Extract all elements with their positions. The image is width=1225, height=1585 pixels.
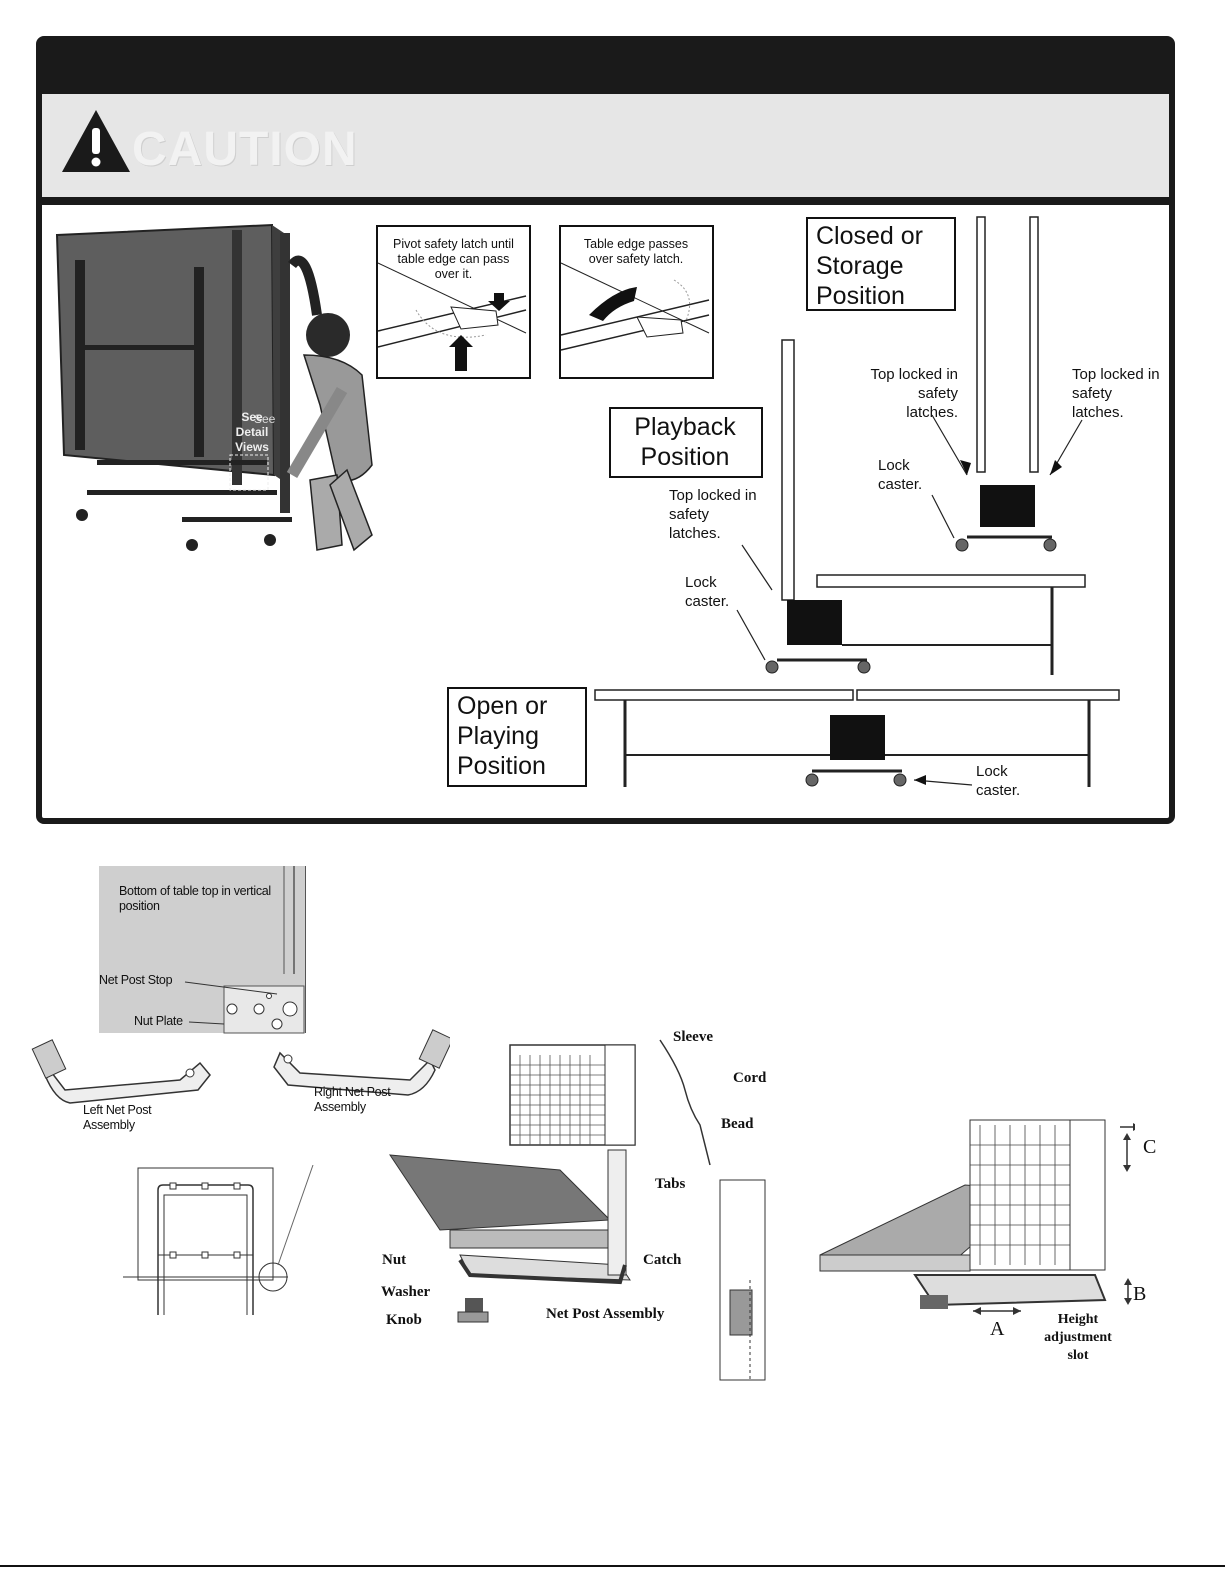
right-net-post-assembly-label: Right Net Post Assembly (314, 1085, 391, 1114)
nut-plate-label: Nut Plate (134, 1014, 183, 1028)
open-playing-position-label: Open or Playing Position (457, 692, 548, 780)
see-detail-views-label: See Detail Views (235, 410, 269, 454)
cord-label: Cord (733, 1070, 767, 1086)
bead-label: Bead (721, 1116, 754, 1132)
page-footer-rule (0, 1565, 1225, 1567)
detail-view-1-caption: Pivot safety latch until table edge can … (393, 237, 514, 281)
lock-caster-callout-open: Lock caster. (976, 763, 1021, 799)
table-bottom-art (184, 866, 305, 1034)
open-playing-position-box: Open or Playing Position (447, 687, 587, 787)
height-adjustment-slot-label: Height adjustment slot (1044, 1312, 1112, 1363)
sleeve-label: Sleeve (673, 1029, 713, 1045)
folded-table-drawing: See (55, 223, 373, 552)
detail-view-1-art (377, 262, 527, 371)
net-post-assemblies-art (31, 1029, 450, 1104)
warning-icon (62, 110, 130, 172)
net-post-stop-label: Net Post Stop (99, 973, 173, 987)
knob-label: Knob (386, 1312, 422, 1328)
adjust-c-label: C (1143, 1136, 1157, 1158)
closed-storage-position-label: Closed or Storage Position (816, 222, 923, 310)
net-post-parts-art (389, 1039, 766, 1381)
playback-position-label: Playback Position (634, 413, 736, 471)
detail-view-2: Table edge passes over safety latch. (559, 225, 714, 379)
playback-position-box: Playback Position (609, 407, 763, 478)
playback-table-drawing (736, 339, 1086, 675)
frame-locator-art (123, 1165, 314, 1315)
top-locked-callout-storage-right: Top locked in safety latches. (1072, 366, 1160, 421)
lock-caster-callout-storage: Lock caster. (878, 457, 923, 493)
adjust-b-label: B (1133, 1283, 1147, 1305)
storage-table-drawing (931, 216, 1083, 552)
top-locked-callout-playback: Top locked in safety latches. (669, 487, 757, 542)
tabs-label: Tabs (655, 1176, 686, 1192)
net-post-assembly-label: Net Post Assembly (546, 1306, 665, 1322)
washer-label: Washer (381, 1284, 431, 1300)
table-folding-illustration: See (55, 216, 1120, 787)
open-table-drawing (594, 689, 1120, 787)
table-bottom-diagram: Bottom of table top in vertical position… (99, 866, 306, 1033)
lock-caster-callout-playback: Lock caster. (685, 574, 730, 610)
nut-label: Nut (382, 1252, 407, 1268)
panel-header-bar (42, 42, 1169, 94)
see-detail-label-drawn: See (254, 412, 276, 426)
top-locked-callout-storage-left: Top locked in safety latches. (870, 366, 958, 421)
catch-label: Catch (643, 1252, 682, 1268)
caution-band: CAUTION (42, 94, 1169, 205)
closed-storage-position-box: Closed or Storage Position (806, 217, 956, 311)
left-net-post-assembly-label: Left Net Post Assembly (83, 1103, 152, 1132)
bottom-table-label: Bottom of table top in vertical position (119, 884, 271, 913)
caution-heading: CAUTION (132, 123, 358, 176)
adjust-a-label: A (990, 1318, 1005, 1340)
height-adjustment-art (819, 1119, 1135, 1315)
detail-view-2-art (560, 262, 710, 351)
detail-view-2-caption: Table edge passes over safety latch. (583, 237, 689, 266)
